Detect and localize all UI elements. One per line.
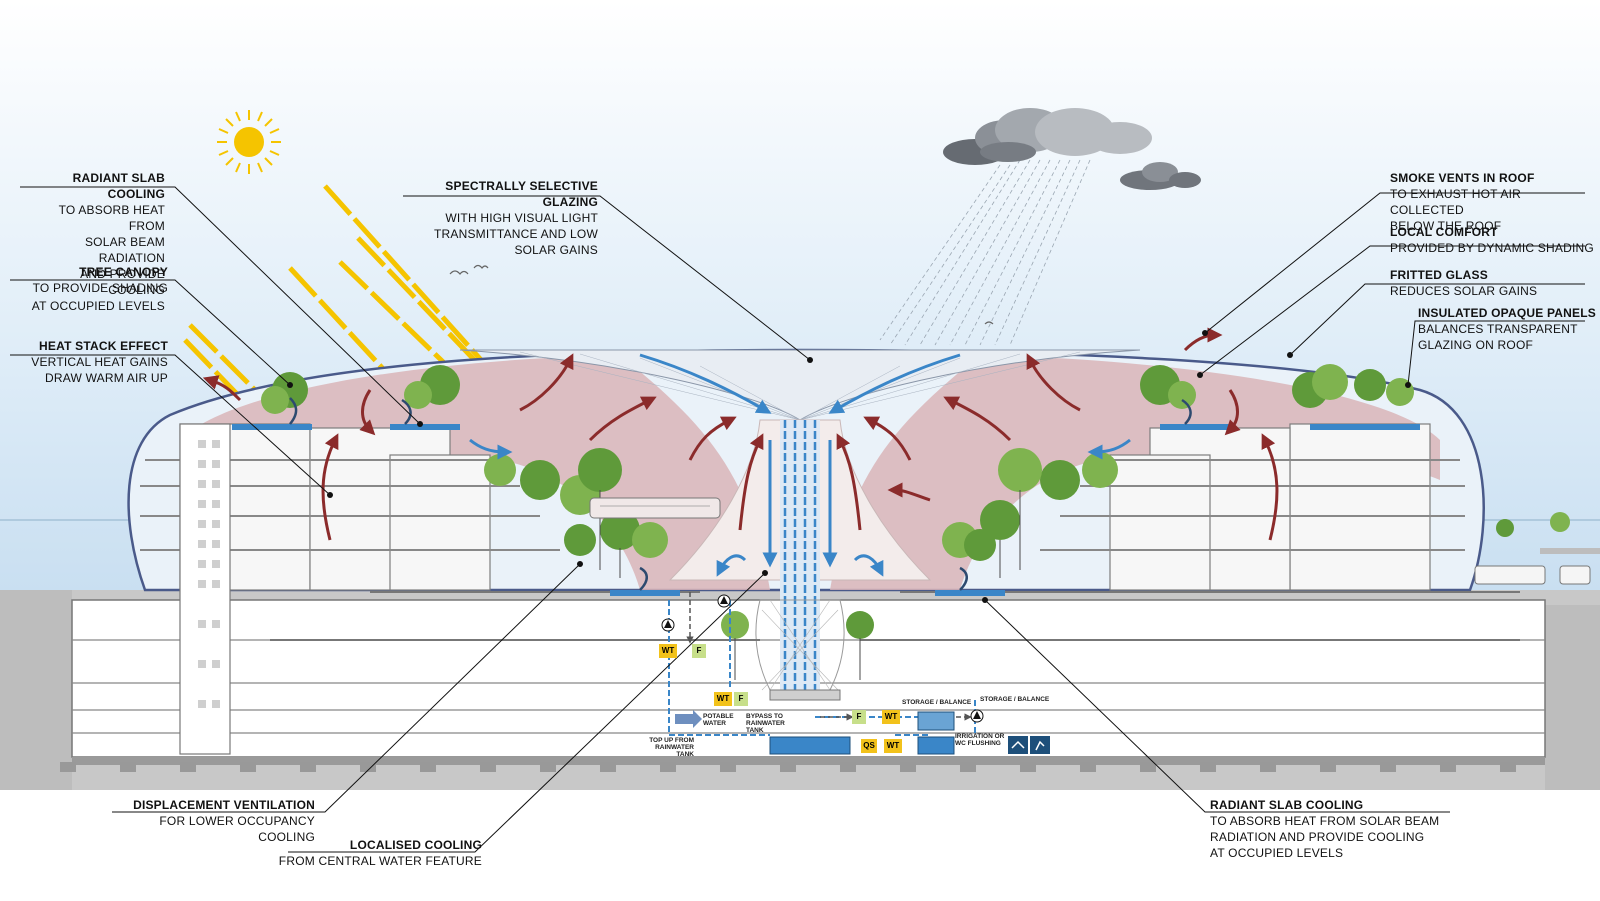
callout-line: BELOW THE ROOF xyxy=(1390,219,1502,233)
callout-title: RADIANT SLAB COOLING xyxy=(72,171,165,201)
stair-core-left xyxy=(179,423,231,755)
water-treatment-box: WT xyxy=(659,644,677,658)
callout-line: TO PROVIDE SHADING xyxy=(32,281,168,295)
callout-local-comfort: LOCAL COMFORT PROVIDED BY DYNAMIC SHADIN… xyxy=(1390,224,1595,256)
quality-sensor-box: QS xyxy=(861,739,877,753)
callout-line: FOR LOWER OCCUPANCY COOLING xyxy=(159,814,315,844)
cool-air-arrows xyxy=(469,353,1131,577)
displacement-air-arrows xyxy=(289,397,1192,591)
callout-line: PROVIDED BY DYNAMIC SHADING xyxy=(1390,241,1594,255)
callout-line: VERTICAL HEAT GAINS xyxy=(31,355,168,369)
rain-lines xyxy=(879,159,1091,346)
callout-line: WITH HIGH VISUAL LIGHT xyxy=(445,211,598,225)
water-treatment-box: WT xyxy=(884,739,902,753)
callout-title: INSULATED OPAQUE PANELS xyxy=(1418,306,1596,320)
water-treatment-box: WT xyxy=(882,710,900,724)
callout-line: AT OCCUPIED LEVELS xyxy=(1210,846,1344,860)
callout-title: TREE CANOPY xyxy=(79,265,168,279)
callout-radiant-slab-top: RADIANT SLAB COOLING TO ABSORB HEAT FROM… xyxy=(20,170,165,314)
callout-line: TRANSMITTANCE AND LOW xyxy=(434,227,598,241)
water-feature-basin xyxy=(769,689,841,701)
callout-line: TO ABSORB HEAT FROM SOLAR BEAM xyxy=(1210,814,1440,828)
label-irrigation: IRRIGATION OR WC FLUSHING xyxy=(955,733,1005,747)
callout-line: SOLAR BEAM RADIATION xyxy=(84,235,165,265)
callout-title: LOCAL COMFORT xyxy=(1390,225,1498,239)
callout-line: SOLAR GAINS xyxy=(514,243,598,257)
callout-line: REDUCES SOLAR GAINS xyxy=(1390,284,1538,298)
callout-glazing: SPECTRALLY SELECTIVE GLAZING WITH HIGH V… xyxy=(390,178,598,258)
callout-line: FROM CENTRAL WATER FEATURE xyxy=(278,854,482,868)
callout-title: SMOKE VENTS IN ROOF xyxy=(1390,171,1535,185)
sun-icon xyxy=(217,110,281,174)
callout-fritted-glass: FRITTED GLASS REDUCES SOLAR GAINS xyxy=(1390,267,1595,299)
water-treatment-box: WT xyxy=(714,692,732,706)
filter-box: F xyxy=(692,644,706,658)
callout-line: RADIATION AND PROVIDE COOLING xyxy=(1210,830,1425,844)
callout-line: AT OCCUPIED LEVELS xyxy=(31,299,165,313)
callout-title: HEAT STACK EFFECT xyxy=(39,339,168,353)
callout-title: SPECTRALLY SELECTIVE GLAZING xyxy=(445,179,598,209)
bus-icon xyxy=(1474,565,1591,585)
callout-heat-stack: HEAT STACK EFFECT VERTICAL HEAT GAINS DR… xyxy=(20,338,168,386)
callout-insulated-panels: INSULATED OPAQUE PANELS BALANCES TRANSPA… xyxy=(1418,305,1598,353)
small-cloud-icon xyxy=(1120,162,1201,190)
irrigation-icon xyxy=(1008,736,1050,754)
callout-displacement: DISPLACEMENT VENTILATION FOR LOWER OCCUP… xyxy=(100,797,315,845)
callout-title: LOCALISED COOLING xyxy=(349,838,482,852)
callout-localised-cooling: LOCALISED COOLING FROM CENTRAL WATER FEA… xyxy=(270,837,482,869)
callout-title: FRITTED GLASS xyxy=(1390,268,1488,282)
leader-lines xyxy=(10,186,1585,853)
rainwater-tank xyxy=(769,736,851,755)
storage-tank-1 xyxy=(917,711,955,731)
label-topup: TOP UP FROM RAINWATER TANK xyxy=(649,737,694,758)
label-bypass: BYPASS TO RAINWATER TANK xyxy=(746,713,785,734)
warm-air-arrows xyxy=(202,327,1279,541)
cloud-icon xyxy=(943,108,1152,165)
callout-title: RADIANT SLAB COOLING xyxy=(1210,798,1364,812)
leader-dots xyxy=(287,330,1411,603)
callout-line: DRAW WARM AIR UP xyxy=(45,371,168,385)
callout-line: AND PROVIDE COOLING xyxy=(80,267,165,297)
callout-line: TO ABSORB HEAT FROM xyxy=(58,203,165,233)
filter-box: F xyxy=(734,692,748,706)
callout-smoke-vents: SMOKE VENTS IN ROOF TO EXHAUST HOT AIR C… xyxy=(1390,170,1595,234)
tree-icon xyxy=(261,364,1570,639)
label-storage-balance-1: STORAGE / BALANCE xyxy=(902,699,972,706)
callout-line: BALANCES TRANSPARENT xyxy=(1418,322,1578,336)
storage-tank-2 xyxy=(917,736,955,755)
callout-tree-canopy: TREE CANOPY TO PROVIDE SHADING xyxy=(20,264,168,296)
pump-icon xyxy=(661,594,984,723)
label-potable-water: POTABLE WATER xyxy=(703,713,734,727)
train-icon xyxy=(589,497,721,519)
filter-box: F xyxy=(852,710,866,724)
radiant-slab-strips xyxy=(232,424,1420,596)
callout-line: GLAZING ON ROOF xyxy=(1418,338,1534,352)
callout-radiant-slab-bottom: RADIANT SLAB COOLING TO ABSORB HEAT FROM… xyxy=(1210,797,1470,861)
terraces-left xyxy=(179,423,491,591)
callout-title: DISPLACEMENT VENTILATION xyxy=(133,798,315,812)
arrow-right-icon xyxy=(675,710,702,728)
label-storage-balance-2: STORAGE / BALANCE xyxy=(980,696,1050,703)
central-water-feature xyxy=(780,420,820,700)
terraces-right xyxy=(1109,423,1431,591)
callout-line: TO EXHAUST HOT AIR COLLECTED xyxy=(1390,187,1521,217)
birds-icon xyxy=(449,264,994,325)
foundations xyxy=(60,762,1516,772)
